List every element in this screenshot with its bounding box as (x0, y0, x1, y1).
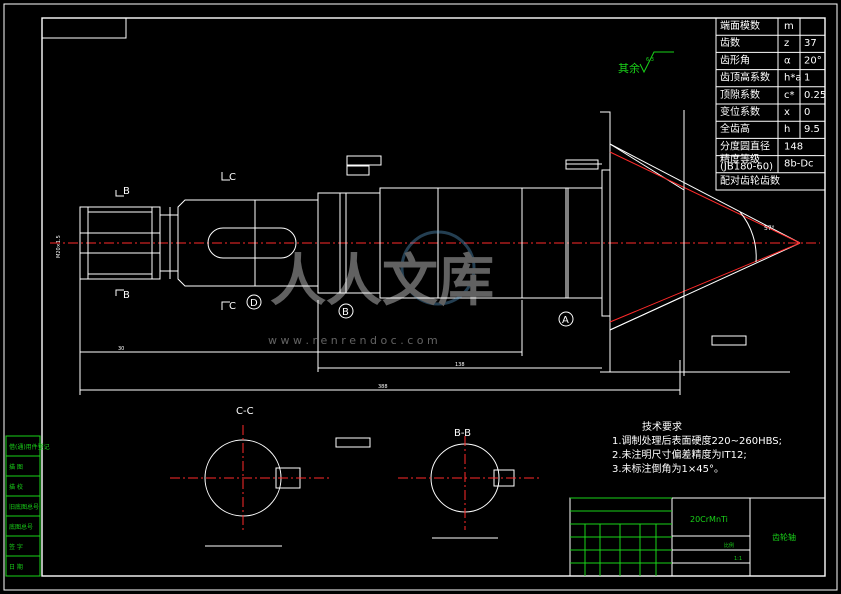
param-label-4: 顶隙系数 (720, 88, 760, 101)
param-symbol-5: x (784, 107, 790, 118)
material-label: 20CrMnTi (690, 515, 728, 524)
left-segment-dim: 30 (118, 346, 124, 352)
section-b-mark-bottom: B (123, 290, 130, 301)
watermark-brand: 人人文库 (270, 249, 494, 314)
datum-a-label: A (562, 315, 569, 326)
param-value-8: 8b-Dc (784, 159, 814, 170)
keyway-slot (207, 227, 297, 259)
param-symbol-2: α (784, 55, 791, 66)
param-symbol-6: h (784, 124, 790, 135)
tech-requirements: 技术要求 1.调制处理后表面硬度220~260HBS; 2.未注明尺寸偏差精度为… (612, 420, 782, 475)
tech-title: 技术要求 (642, 420, 682, 433)
param-symbol-0: m (784, 21, 794, 32)
datum-d-label: D (250, 298, 258, 309)
roughness-symbol (639, 51, 674, 74)
watermark: 人人文库 w w w . r e n r e n d o c . c o m (268, 230, 494, 347)
param-value-5: 0 (804, 107, 810, 118)
param-label-2: 齿形角 (720, 54, 750, 66)
section-cc-label: C-C (236, 406, 254, 417)
tech-item-2: 2.未注明尺寸偏差精度为IT12; (612, 448, 747, 461)
middle-length: 138 (455, 362, 465, 368)
datum-a-circle (558, 311, 574, 327)
inner-frame (41, 17, 826, 577)
param-label-1: 齿数 (720, 36, 740, 49)
title-block: 20CrMnTi 齿轮轴 比例 1:1 (569, 497, 826, 577)
section-cc-view: C-C (170, 406, 371, 547)
param-value-7: 148 (784, 141, 803, 152)
left-panel-item-2: 描 校 (9, 483, 23, 491)
section-c-mark-bottom: C (229, 301, 236, 312)
cone-angle-label: 57° (764, 225, 775, 232)
param-value-4: 0.25 (804, 90, 826, 101)
datum-b-circle (338, 303, 354, 319)
left-panel-item-4: 底图总号 (9, 523, 33, 531)
param-value-6: 9.5 (804, 124, 820, 135)
section-markers: B B C C D B A (115, 172, 574, 327)
dimension-lines: 388 138 30 M20×1.5 (56, 188, 790, 395)
param-label-0: 端面模数 (720, 19, 760, 32)
param-value-2: 20° (804, 55, 822, 66)
rough-value: 6.3 (646, 57, 654, 63)
section-c-mark-top: C (229, 172, 236, 183)
thread-dim: M20×1.5 (56, 235, 62, 258)
section-b-mark-top: B (123, 186, 130, 197)
section-bb-view: B-B (398, 428, 540, 539)
param-label-8: 精度等级 (720, 153, 760, 166)
param-label-8: (JB180-60) (720, 162, 773, 173)
overall-length: 388 (378, 384, 388, 390)
param-label-6: 全齿高 (720, 122, 750, 135)
section-bb-label: B-B (454, 428, 471, 439)
shaft-main-view: 57° (79, 110, 801, 376)
tolerance-frames (346, 155, 747, 346)
param-symbol-4: c* (784, 90, 795, 101)
left-panel-item-0: 借(通)用件登记 (9, 443, 50, 451)
outer-frame (3, 3, 838, 591)
datum-b-label: B (342, 307, 349, 318)
rough-note-text: 其余 (618, 61, 640, 75)
param-label-3: 齿顶高系数 (720, 71, 770, 84)
param-symbol-3: h*a (784, 73, 801, 84)
left-panel-item-6: 日 期 (9, 563, 23, 571)
ratio-label: 比例 (724, 542, 734, 549)
tech-item-3: 3.未标注倒角为1×45°。 (612, 462, 724, 475)
roughness-note: 其余 6.3 (618, 51, 674, 75)
param-value-3: 1 (804, 73, 810, 84)
corner-box (41, 17, 127, 39)
tech-item-1: 1.调制处理后表面硬度220~260HBS; (612, 434, 782, 447)
param-symbol-1: z (784, 38, 789, 49)
watermark-url: w w w . r e n r e n d o c . c o m (268, 334, 438, 347)
param-label-5: 变位系数 (720, 105, 760, 118)
left-panel-item-3: 旧底图总号 (9, 503, 39, 511)
param-label-7: 分度圆直径 (720, 139, 770, 152)
datum-d-circle (246, 294, 262, 310)
left-panel-item-1: 描 图 (9, 463, 23, 471)
bevel-gear-section (609, 143, 685, 331)
param-value-1: 37 (804, 38, 817, 49)
scale-value: 1:1 (734, 556, 742, 562)
left-panel-item-5: 签 字 (9, 543, 23, 551)
param-label-9: 配对齿轮齿数 (720, 174, 780, 187)
drawing-name: 齿轮轴 (772, 532, 796, 542)
